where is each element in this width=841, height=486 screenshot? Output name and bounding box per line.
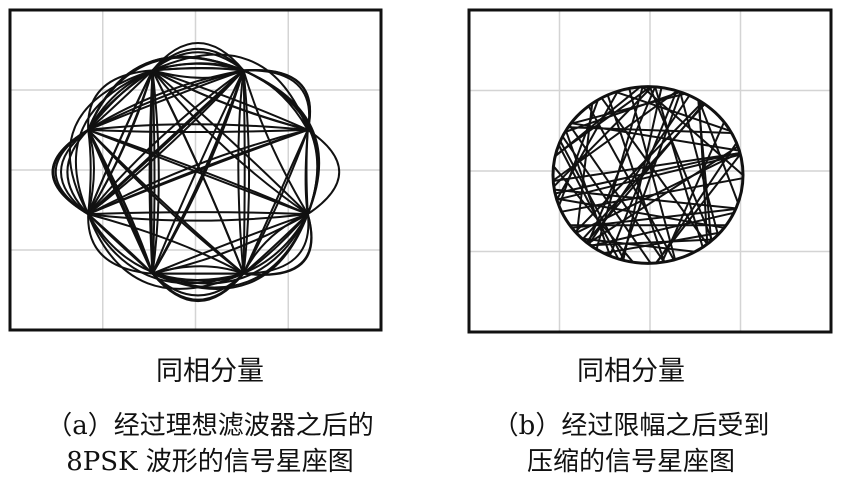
signal-trajectory <box>87 69 245 215</box>
signal-trajectory <box>242 129 309 275</box>
plot-grid-b <box>469 10 831 332</box>
signal-trajectory <box>151 69 309 215</box>
caption-a-line2: 8PSK 波形的信号星座图 <box>66 447 354 477</box>
signal-trajectory <box>88 213 308 222</box>
signal-chord <box>564 90 681 133</box>
constellation-plot-a <box>8 8 383 332</box>
plot-frame-b <box>467 8 833 334</box>
signal-trajectory <box>87 69 154 215</box>
signal-trajectory <box>148 70 154 274</box>
signal-trajectory <box>87 213 244 285</box>
signal-trajectory <box>151 51 245 72</box>
signal-trajectory <box>243 69 311 131</box>
signal-trajectory <box>87 69 244 131</box>
signal-trajectory <box>74 69 153 215</box>
signal-trajectory <box>87 128 309 216</box>
signal-trajectory <box>242 213 309 275</box>
signal-trajectory <box>242 70 309 215</box>
signal-chord <box>606 94 666 263</box>
signal-chord <box>590 211 735 247</box>
caption-a-line1: （a）经过理想滤波器之后的 <box>46 411 374 441</box>
signal-trajectory <box>242 70 251 274</box>
signal-trajectory <box>242 70 246 274</box>
caption-a: （a）经过理想滤波器之后的 8PSK 波形的信号星座图 <box>0 408 420 480</box>
signal-chord <box>655 142 738 264</box>
signal-chord <box>557 144 620 260</box>
signal-trajectory <box>66 129 89 215</box>
signal-chord <box>570 122 740 152</box>
signal-chord <box>553 85 653 188</box>
signal-trajectory <box>87 69 245 215</box>
signal-trajectory <box>152 69 309 131</box>
signal-chord <box>586 86 657 244</box>
signal-trajectory <box>87 213 154 275</box>
signal-trajectory <box>151 272 245 303</box>
signal-trajectory <box>88 123 308 131</box>
constellation-plot-b <box>467 8 833 334</box>
axis-label-a: 同相分量 <box>156 356 264 387</box>
signal-chord <box>615 90 731 132</box>
signal-trajectory <box>87 213 244 275</box>
signal-trajectory <box>152 213 309 275</box>
signal-chord <box>648 86 714 241</box>
signal-trajectory <box>87 69 245 215</box>
signal-trajectory <box>152 67 244 72</box>
signal-trajectory <box>87 70 154 215</box>
signal-trajectory <box>151 70 156 274</box>
signal-trajectory <box>307 129 341 215</box>
signal-chord <box>628 88 677 260</box>
signal-chord <box>570 92 686 125</box>
caption-b-line1: （b）经过限幅之后受到 <box>492 411 770 441</box>
signal-trajectory <box>87 129 92 215</box>
signal-chord <box>554 86 641 158</box>
signal-trajectory <box>151 70 160 274</box>
signal-trajectories-a <box>51 42 341 303</box>
signal-trajectory <box>87 214 153 275</box>
signal-trajectory <box>87 129 154 274</box>
signal-chord <box>587 105 675 261</box>
signal-chord <box>556 197 725 229</box>
signal-chord <box>587 145 739 245</box>
signal-trajectory <box>151 272 245 297</box>
signal-trajectory <box>243 69 319 215</box>
axis-label-b: 同相分量 <box>577 356 685 387</box>
signal-trajectory <box>243 213 313 276</box>
signal-trajectory <box>87 55 244 131</box>
signal-trajectory <box>60 129 89 215</box>
caption-b: （b）经过限幅之后受到 压缩的信号星座图 <box>421 408 841 480</box>
signal-trajectory <box>87 129 245 275</box>
signal-chord <box>564 130 612 257</box>
panel-a: 同相分量 （a）经过理想滤波器之后的 8PSK 波形的信号星座图 <box>0 0 420 486</box>
signal-trajectory <box>152 213 309 285</box>
signal-trajectory <box>243 213 310 275</box>
signal-chord <box>698 100 740 204</box>
signal-trajectory <box>151 48 245 72</box>
signal-trajectory <box>87 213 244 281</box>
plot-frame-a <box>8 8 383 332</box>
signal-trajectory <box>87 129 95 215</box>
signal-trajectory <box>88 128 308 133</box>
signal-trajectory <box>152 213 309 290</box>
signal-trajectories-b <box>551 85 745 265</box>
signal-trajectory <box>68 69 153 215</box>
signal-chord <box>574 101 704 233</box>
signal-trajectory <box>54 129 89 215</box>
signal-trajectory <box>87 129 154 275</box>
signal-trajectory <box>151 69 245 274</box>
signal-chord <box>552 90 678 182</box>
caption-b-line2: 压缩的信号星座图 <box>526 447 735 477</box>
signal-trajectory <box>242 129 309 275</box>
signal-trajectory <box>87 62 244 131</box>
signal-trajectory <box>305 129 309 215</box>
signal-trajectory <box>88 211 308 216</box>
signal-chord <box>581 103 706 240</box>
panel-b: 同相分量 （b）经过限幅之后受到 压缩的信号星座图 <box>421 0 841 486</box>
signal-chord <box>603 231 721 255</box>
signal-trajectory <box>152 69 309 131</box>
